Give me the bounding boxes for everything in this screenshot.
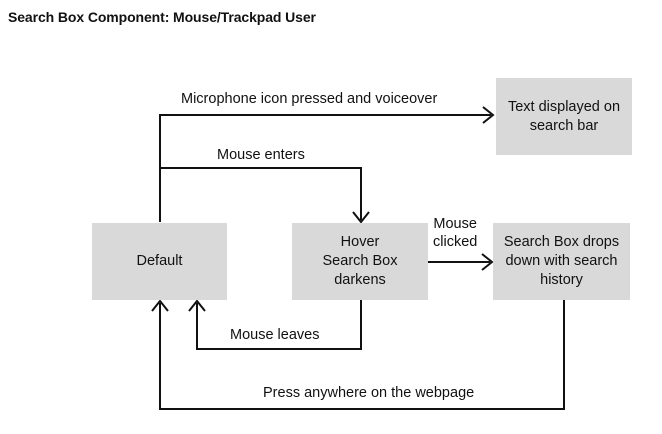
diagram-title: Search Box Component: Mouse/Trackpad Use… [8, 9, 316, 25]
edge-label-microphone: Microphone icon pressed and voiceover [181, 91, 438, 107]
arrowhead-microphone [482, 106, 495, 124]
node-default-label: Default [136, 253, 183, 269]
node-hover: Hover Search Box darkens [292, 223, 428, 300]
arrowhead-mouse-leaves [188, 299, 206, 312]
arrowhead-press-anywhere [151, 299, 169, 312]
edge-microphone [159, 114, 491, 222]
node-text-displayed-label: Text displayed on search bar [507, 98, 621, 134]
edge-label-mouse-enters: Mouse enters [217, 147, 305, 163]
node-text-displayed: Text displayed on search bar [496, 78, 632, 155]
edge-label-mouse-leaves: Mouse leaves [230, 327, 320, 343]
arrowhead-mouse-clicked [481, 253, 494, 271]
edge-label-mouse-clicked: Mouse clicked [433, 216, 478, 250]
node-dropdown-label: Search Box drops down with search histor… [503, 234, 620, 288]
node-hover-label: Hover Search Box darkens [322, 234, 398, 288]
arrowhead-mouse-enters [352, 211, 370, 224]
edge-mouse-enters [160, 167, 362, 220]
edge-label-press-anywhere: Press anywhere on the webpage [263, 385, 475, 401]
node-dropdown: Search Box drops down with search histor… [493, 223, 630, 300]
edge-mouse-leaves [196, 300, 362, 350]
edge-press-anywhere [159, 300, 565, 410]
node-default: Default [92, 223, 227, 300]
